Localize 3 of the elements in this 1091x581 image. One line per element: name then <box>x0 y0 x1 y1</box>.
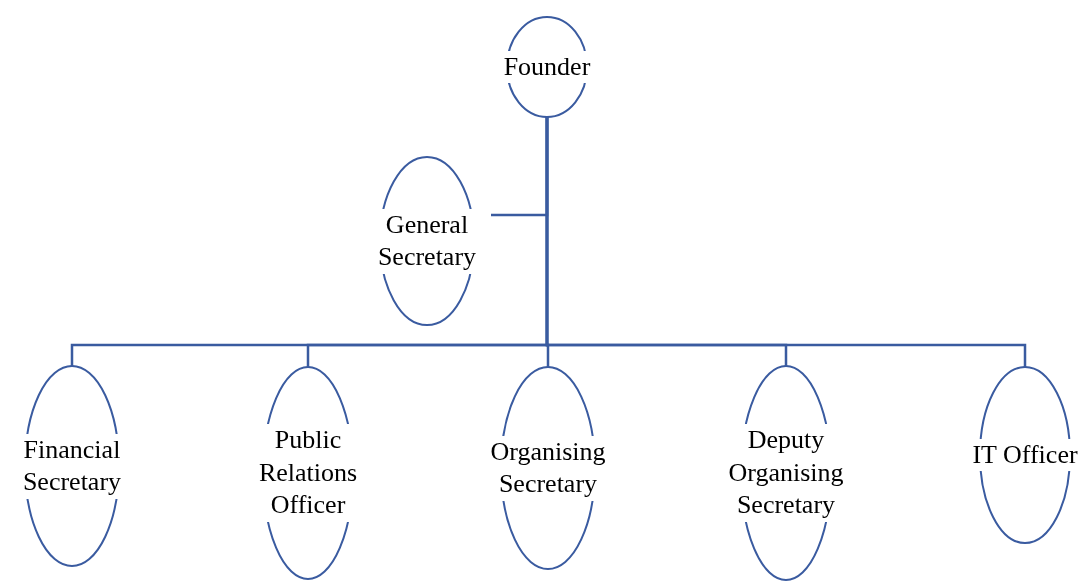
role-label: Founder <box>503 50 591 84</box>
connector-line <box>545 117 1027 367</box>
role-label: IT Officer <box>972 438 1078 472</box>
